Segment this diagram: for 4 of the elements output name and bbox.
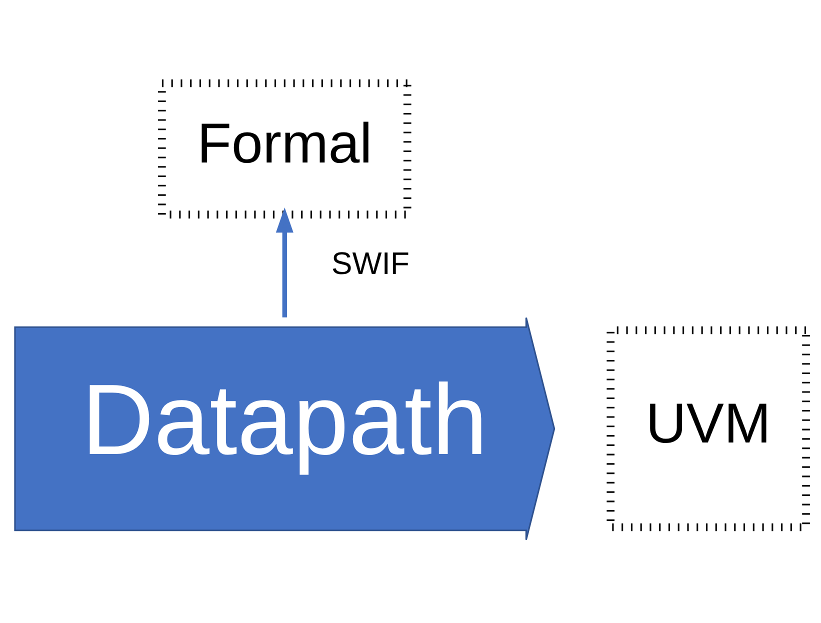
node-box: Formal <box>158 79 412 218</box>
edge-label: SWIF <box>331 246 410 281</box>
node-box: UVM <box>606 326 810 532</box>
arrow <box>276 208 294 318</box>
